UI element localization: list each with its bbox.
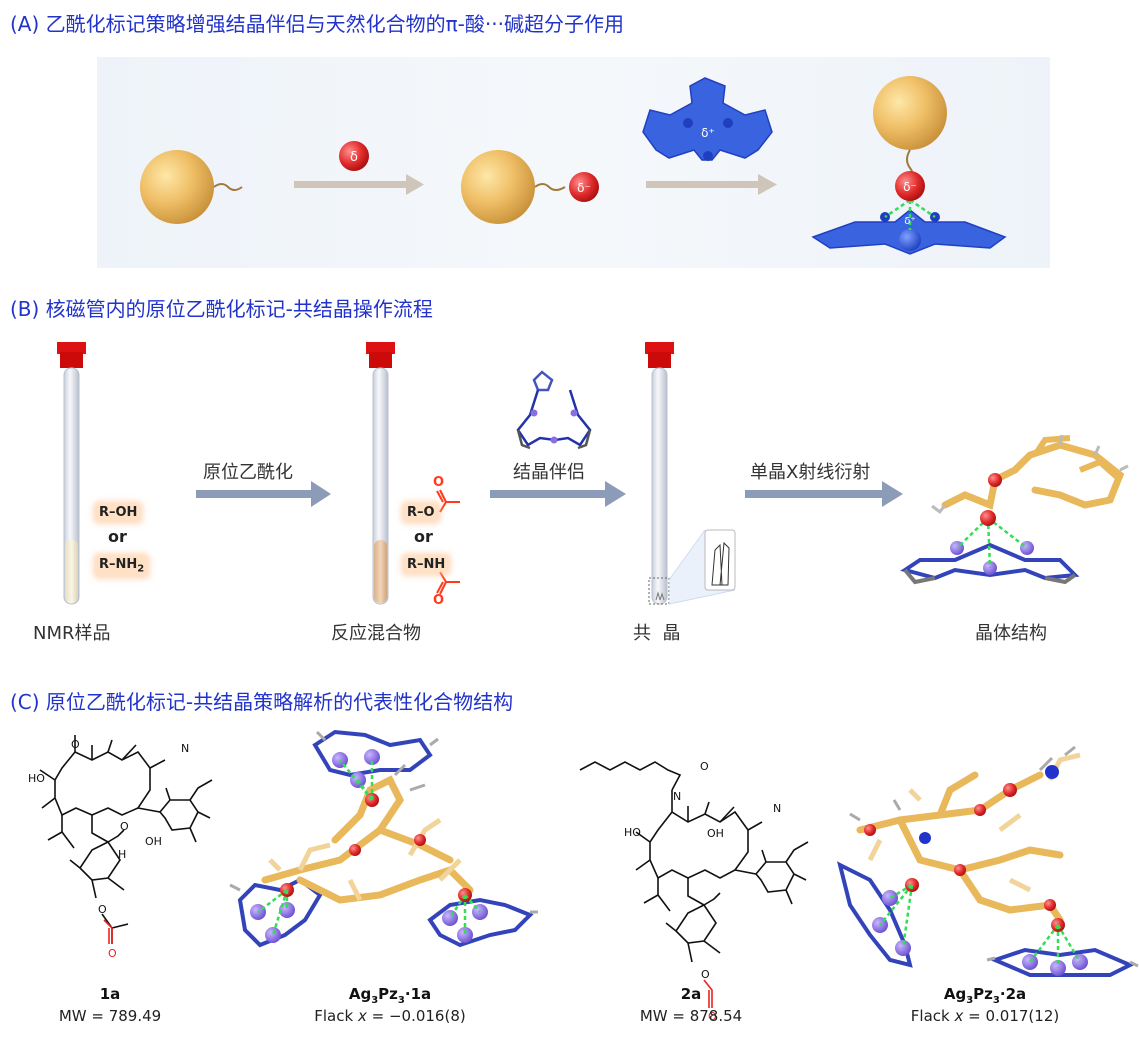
tail-text-2: ·2a xyxy=(999,985,1027,1003)
ag-text-2: Ag xyxy=(943,985,967,1003)
r-nh2-sub: 2 xyxy=(137,563,145,575)
flack-value-2: = 0.017(12) xyxy=(963,1007,1060,1025)
flack-label-2: Flack xyxy=(910,1007,955,1025)
atom-o-2a-oxime: O xyxy=(700,760,709,773)
crystal-structure-b xyxy=(900,434,1129,585)
acetyl-ester-structure xyxy=(436,489,460,595)
crystal-ag3pz3-2a xyxy=(837,745,1139,977)
trinuclear-complex-top-view xyxy=(642,77,773,161)
delta-minus-label-1: δ⁻ xyxy=(577,181,591,195)
substrate-ball-1 xyxy=(140,150,243,224)
compound-ag3pz3-2a-flack: Flack x = 0.017(12) xyxy=(895,1007,1075,1025)
nmr-tube-1 xyxy=(57,342,86,605)
compound-2a-mw: MW = 878.54 xyxy=(639,1007,743,1025)
delta-label-1: δ xyxy=(350,150,358,165)
acetyl-o-2a: O xyxy=(708,1010,717,1023)
assembled-complex xyxy=(811,76,1007,255)
arrow-b2 xyxy=(490,481,626,507)
pz-sub-1: 3 xyxy=(397,995,405,1006)
acetyl-o-1a: O xyxy=(108,947,117,960)
atom-oh-2a: OH xyxy=(707,827,724,840)
ag-text-1: Ag xyxy=(348,985,372,1003)
acetyl-2a xyxy=(703,979,713,1008)
step-label-acetylation: 原位乙酰化 xyxy=(203,462,293,483)
arrow-b3 xyxy=(745,481,903,507)
arrow-a1 xyxy=(294,174,424,195)
atom-n-2a-oxime: N xyxy=(673,790,681,803)
structure-2a xyxy=(579,761,809,963)
compound-1a-mw: MW = 789.49 xyxy=(58,1007,162,1025)
compound-ag3pz3-2a-name: Ag3Pz3·2a xyxy=(905,985,1065,1006)
flack-value-1: = −0.016(8) xyxy=(366,1007,466,1025)
atom-o-1a-top: O xyxy=(71,738,80,751)
nmr-tube-2 xyxy=(366,342,395,605)
arrow-b1 xyxy=(196,481,331,507)
compound-ag3pz3-1a-flack: Flack x = −0.016(8) xyxy=(300,1007,480,1025)
flack-var-1: x xyxy=(357,1007,367,1025)
r-nh2-tag: R–NH2 xyxy=(96,556,148,576)
flack-var-2: x xyxy=(954,1007,964,1025)
atom-o-2a-bottom: O xyxy=(701,968,710,981)
atom-h-1a: H xyxy=(118,848,126,861)
label-nmr-sample: NMR样品 xyxy=(33,623,111,644)
delta-plus-label: δ⁺ xyxy=(701,126,715,140)
r-nh-tag: R–NH xyxy=(404,556,449,573)
or-text-1: or xyxy=(108,527,127,546)
compound-2a-name: 2a xyxy=(680,985,702,1003)
atom-ho-2a: HO xyxy=(624,826,641,839)
nmr-tube-3 xyxy=(645,342,736,605)
section-a-title: (A) 乙酰化标记策略增强结晶伴侣与天然化合物的π-酸···碱超分子作用 xyxy=(10,12,624,36)
r-nh2-text: R–NH xyxy=(99,557,138,572)
atom-ho-1a: HO xyxy=(28,772,45,785)
label-cocrystal: 共 晶 xyxy=(633,623,681,644)
amide-oxygen: O xyxy=(433,593,444,608)
acetyl-1a xyxy=(103,919,113,944)
compound-ag3pz3-1a-name: Ag3Pz3·1a xyxy=(310,985,470,1006)
crystal-ag3pz3-1a xyxy=(229,729,538,948)
delta-minus-label-2: δ⁻ xyxy=(903,180,917,194)
r-o-tag: R–O xyxy=(404,504,438,521)
section-b-title: (B) 核磁管内的原位乙酰化标记-共结晶操作流程 xyxy=(10,297,433,321)
r-oh-tag: R–OH xyxy=(96,504,141,521)
structure-1a xyxy=(39,735,213,944)
section-c-title: (C) 原位乙酰化标记-共结晶策略解析的代表性化合物结构 xyxy=(10,690,514,714)
substrate-ball-2 xyxy=(461,150,599,224)
step-label-sc-xrd: 单晶X射线衍射 xyxy=(750,462,871,483)
compound-1a-name: 1a xyxy=(99,985,121,1003)
atom-o-1a-bottom: O xyxy=(98,903,107,916)
label-reaction-mixture: 反应混合物 xyxy=(331,623,421,644)
chaperone-structure-icon xyxy=(516,370,592,450)
arrow-a2 xyxy=(646,174,777,195)
pz-text-1: Pz xyxy=(378,985,398,1003)
label-crystal-structure: 晶体结构 xyxy=(975,623,1047,644)
ag-sub-2: 3 xyxy=(966,995,974,1006)
atom-n-1a: N xyxy=(181,742,189,755)
atom-o-1a-mid: O xyxy=(120,820,129,833)
atom-oh-1a: OH xyxy=(145,835,162,848)
step-label-chaperone: 结晶伴侣 xyxy=(513,462,585,483)
pz-text-2: Pz xyxy=(973,985,993,1003)
ester-oxygen: O xyxy=(433,475,444,490)
acetyl-ball-reagent xyxy=(339,141,369,171)
atom-n-2a: N xyxy=(773,802,781,815)
flack-label-1: Flack xyxy=(314,1007,358,1025)
delta-plus-label-2: δ⁺ xyxy=(904,216,915,227)
or-text-2: or xyxy=(414,527,433,546)
tail-text-1: ·1a xyxy=(404,985,432,1003)
ag-sub-1: 3 xyxy=(371,995,379,1006)
pz-sub-2: 3 xyxy=(992,995,1000,1006)
